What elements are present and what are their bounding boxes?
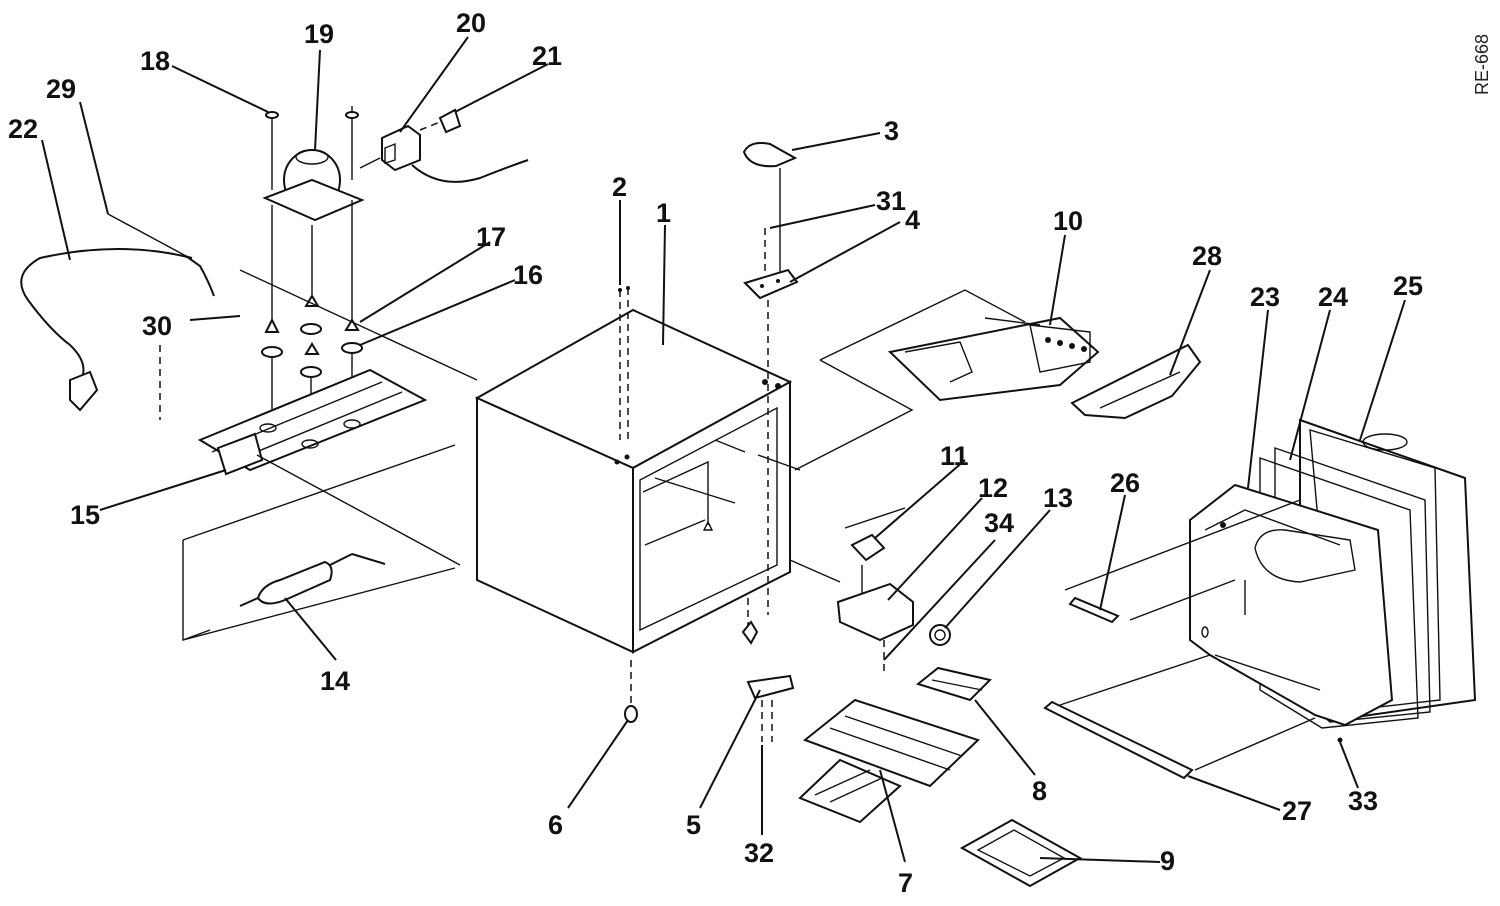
callout-24: 24: [1318, 282, 1348, 312]
callout-27: 27: [1282, 796, 1312, 826]
capillary-tube: [239, 553, 386, 607]
mounting-rail: [1070, 343, 1202, 420]
callout-25: 25: [1393, 271, 1423, 301]
assembly-guide-lines: [182, 269, 1316, 771]
drip-tray: [959, 818, 1083, 888]
callout-20: 20: [456, 8, 486, 38]
callout-15: 15: [70, 500, 100, 530]
callout-10: 10: [1053, 206, 1083, 236]
callout-16: 16: [513, 260, 543, 290]
shelves: [798, 698, 980, 824]
callout-33: 33: [1348, 786, 1378, 816]
power-cord: [20, 213, 215, 412]
thermostat-group: [836, 507, 951, 675]
callout-7: 7: [898, 868, 913, 898]
callout-18: 18: [140, 46, 170, 76]
leader-lines: [41, 36, 1406, 863]
callout-12: 12: [978, 473, 1008, 503]
door-assembly: [1043, 418, 1477, 780]
callout-34: 34: [984, 508, 1014, 538]
relay-overload: [359, 108, 529, 183]
callout-23: 23: [1250, 282, 1280, 312]
callout-8: 8: [1032, 776, 1047, 806]
callout-19: 19: [304, 19, 334, 49]
top-screws: [618, 286, 630, 440]
hinge-assembly: [741, 142, 799, 742]
callout-6: 6: [548, 810, 563, 840]
leveling-foot: [624, 660, 638, 723]
base-plate: [159, 345, 428, 476]
ice-cube-tray: [915, 666, 992, 702]
callout-11: 11: [940, 441, 969, 471]
callout-26: 26: [1110, 468, 1140, 498]
callouts: 1 2 3 4 5 6 7 8 9 10 11 12 13 14 15 16 1…: [8, 8, 1423, 898]
callout-21: 21: [532, 41, 562, 71]
callout-9: 9: [1160, 846, 1175, 876]
callout-3: 3: [884, 116, 899, 146]
evaporator-tray: [887, 316, 1100, 402]
callout-32: 32: [744, 838, 774, 868]
callout-14: 14: [320, 666, 350, 696]
callout-1: 1: [656, 198, 671, 228]
callout-31: 31: [876, 186, 906, 216]
callout-4: 4: [905, 205, 920, 235]
doc-reference: RE-668: [1472, 34, 1492, 95]
callout-29: 29: [46, 74, 76, 104]
callout-30: 30: [142, 311, 172, 341]
callout-17: 17: [476, 222, 506, 252]
callout-22: 22: [8, 114, 38, 144]
cabinet: [474, 308, 793, 654]
compressor: [262, 106, 365, 320]
callout-5: 5: [686, 810, 701, 840]
callout-13: 13: [1043, 483, 1073, 513]
callout-2: 2: [612, 172, 627, 202]
callout-28: 28: [1192, 241, 1222, 271]
